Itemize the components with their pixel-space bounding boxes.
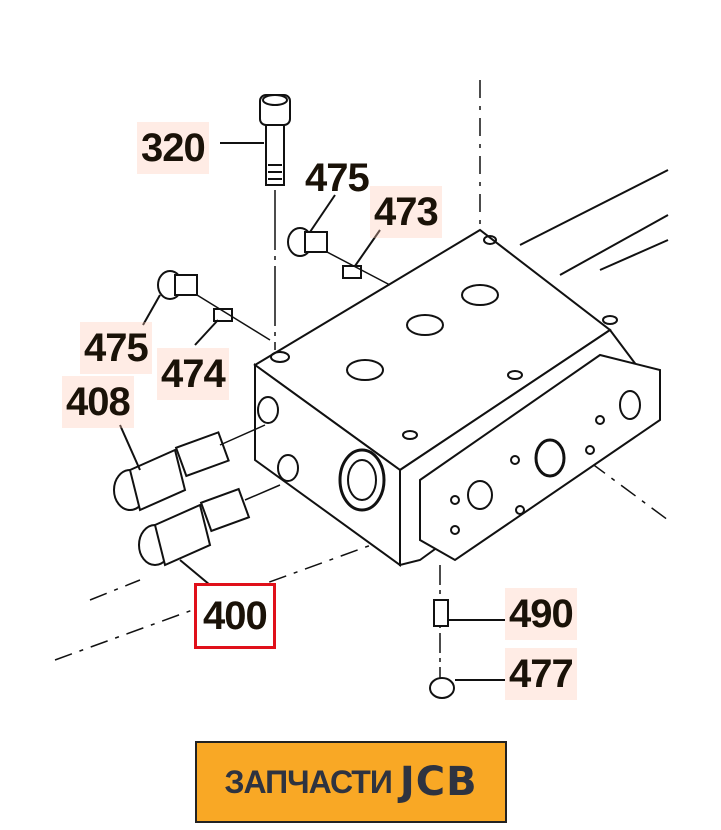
valve-block xyxy=(253,228,661,567)
plug-473 xyxy=(342,265,362,279)
logo-text: ЗАПЧАСТИ xyxy=(224,763,392,800)
plug-474 xyxy=(213,308,233,322)
callout-400-selected[interactable]: 400 xyxy=(194,583,276,649)
callout-408[interactable]: 408 xyxy=(62,376,134,428)
bolt-320 xyxy=(259,94,291,350)
cartridge-408 xyxy=(113,424,266,512)
fitting-490 xyxy=(433,599,449,627)
rail xyxy=(519,169,669,276)
callout-473[interactable]: 473 xyxy=(370,186,442,238)
cartridge-400 xyxy=(138,484,281,567)
callout-475-top[interactable]: 475 xyxy=(305,156,370,200)
plug-475-left xyxy=(157,270,198,300)
callout-320[interactable]: 320 xyxy=(137,122,209,174)
callout-475-left[interactable]: 475 xyxy=(80,322,152,374)
plug-475-top xyxy=(287,227,328,257)
callout-477[interactable]: 477 xyxy=(505,648,577,700)
logo-brand: JCB xyxy=(399,759,478,805)
callout-490[interactable]: 490 xyxy=(505,588,577,640)
zapchasti-jcb-logo[interactable]: ЗАПЧАСТИ JCB xyxy=(195,741,507,823)
plug-axes xyxy=(196,251,391,341)
leader-lines xyxy=(119,142,505,681)
screw-477 xyxy=(429,677,455,699)
callout-474[interactable]: 474 xyxy=(157,348,229,400)
